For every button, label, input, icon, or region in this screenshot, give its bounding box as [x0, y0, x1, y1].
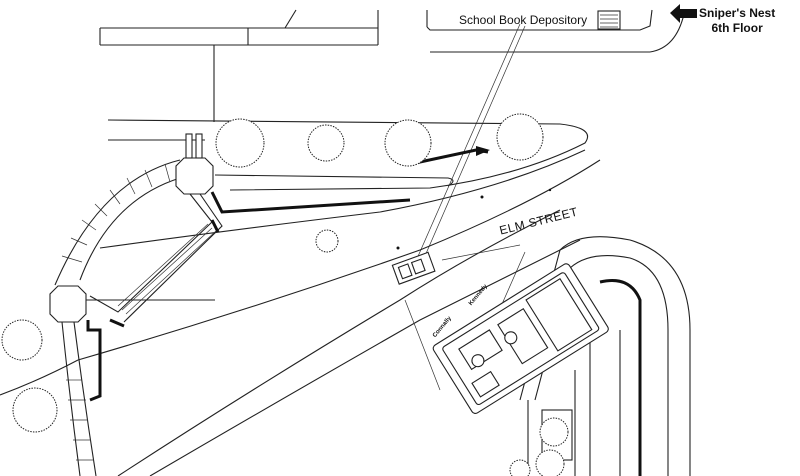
peristyle-walk [86, 193, 223, 323]
elm-street-curbs [0, 119, 601, 476]
trees [1, 113, 569, 476]
limousine-enlarged [432, 263, 609, 414]
lower-walk [61, 321, 97, 476]
depository-label: School Book Depository [459, 13, 588, 27]
depository-building [597, 10, 621, 30]
sightline [411, 23, 521, 271]
black-arrow-left-icon [670, 4, 697, 23]
sniper-nest-line2: 6th Floor [711, 21, 763, 35]
small-car-icon [391, 251, 436, 285]
pergola-arc [54, 159, 181, 286]
sniper-nest-label: Sniper's Nest 6th Floor [699, 6, 775, 36]
top-streets [99, 9, 685, 122]
pavilions [49, 133, 214, 323]
retaining-walls [86, 146, 642, 476]
sniper-nest-line1: Sniper's Nest [699, 6, 776, 20]
